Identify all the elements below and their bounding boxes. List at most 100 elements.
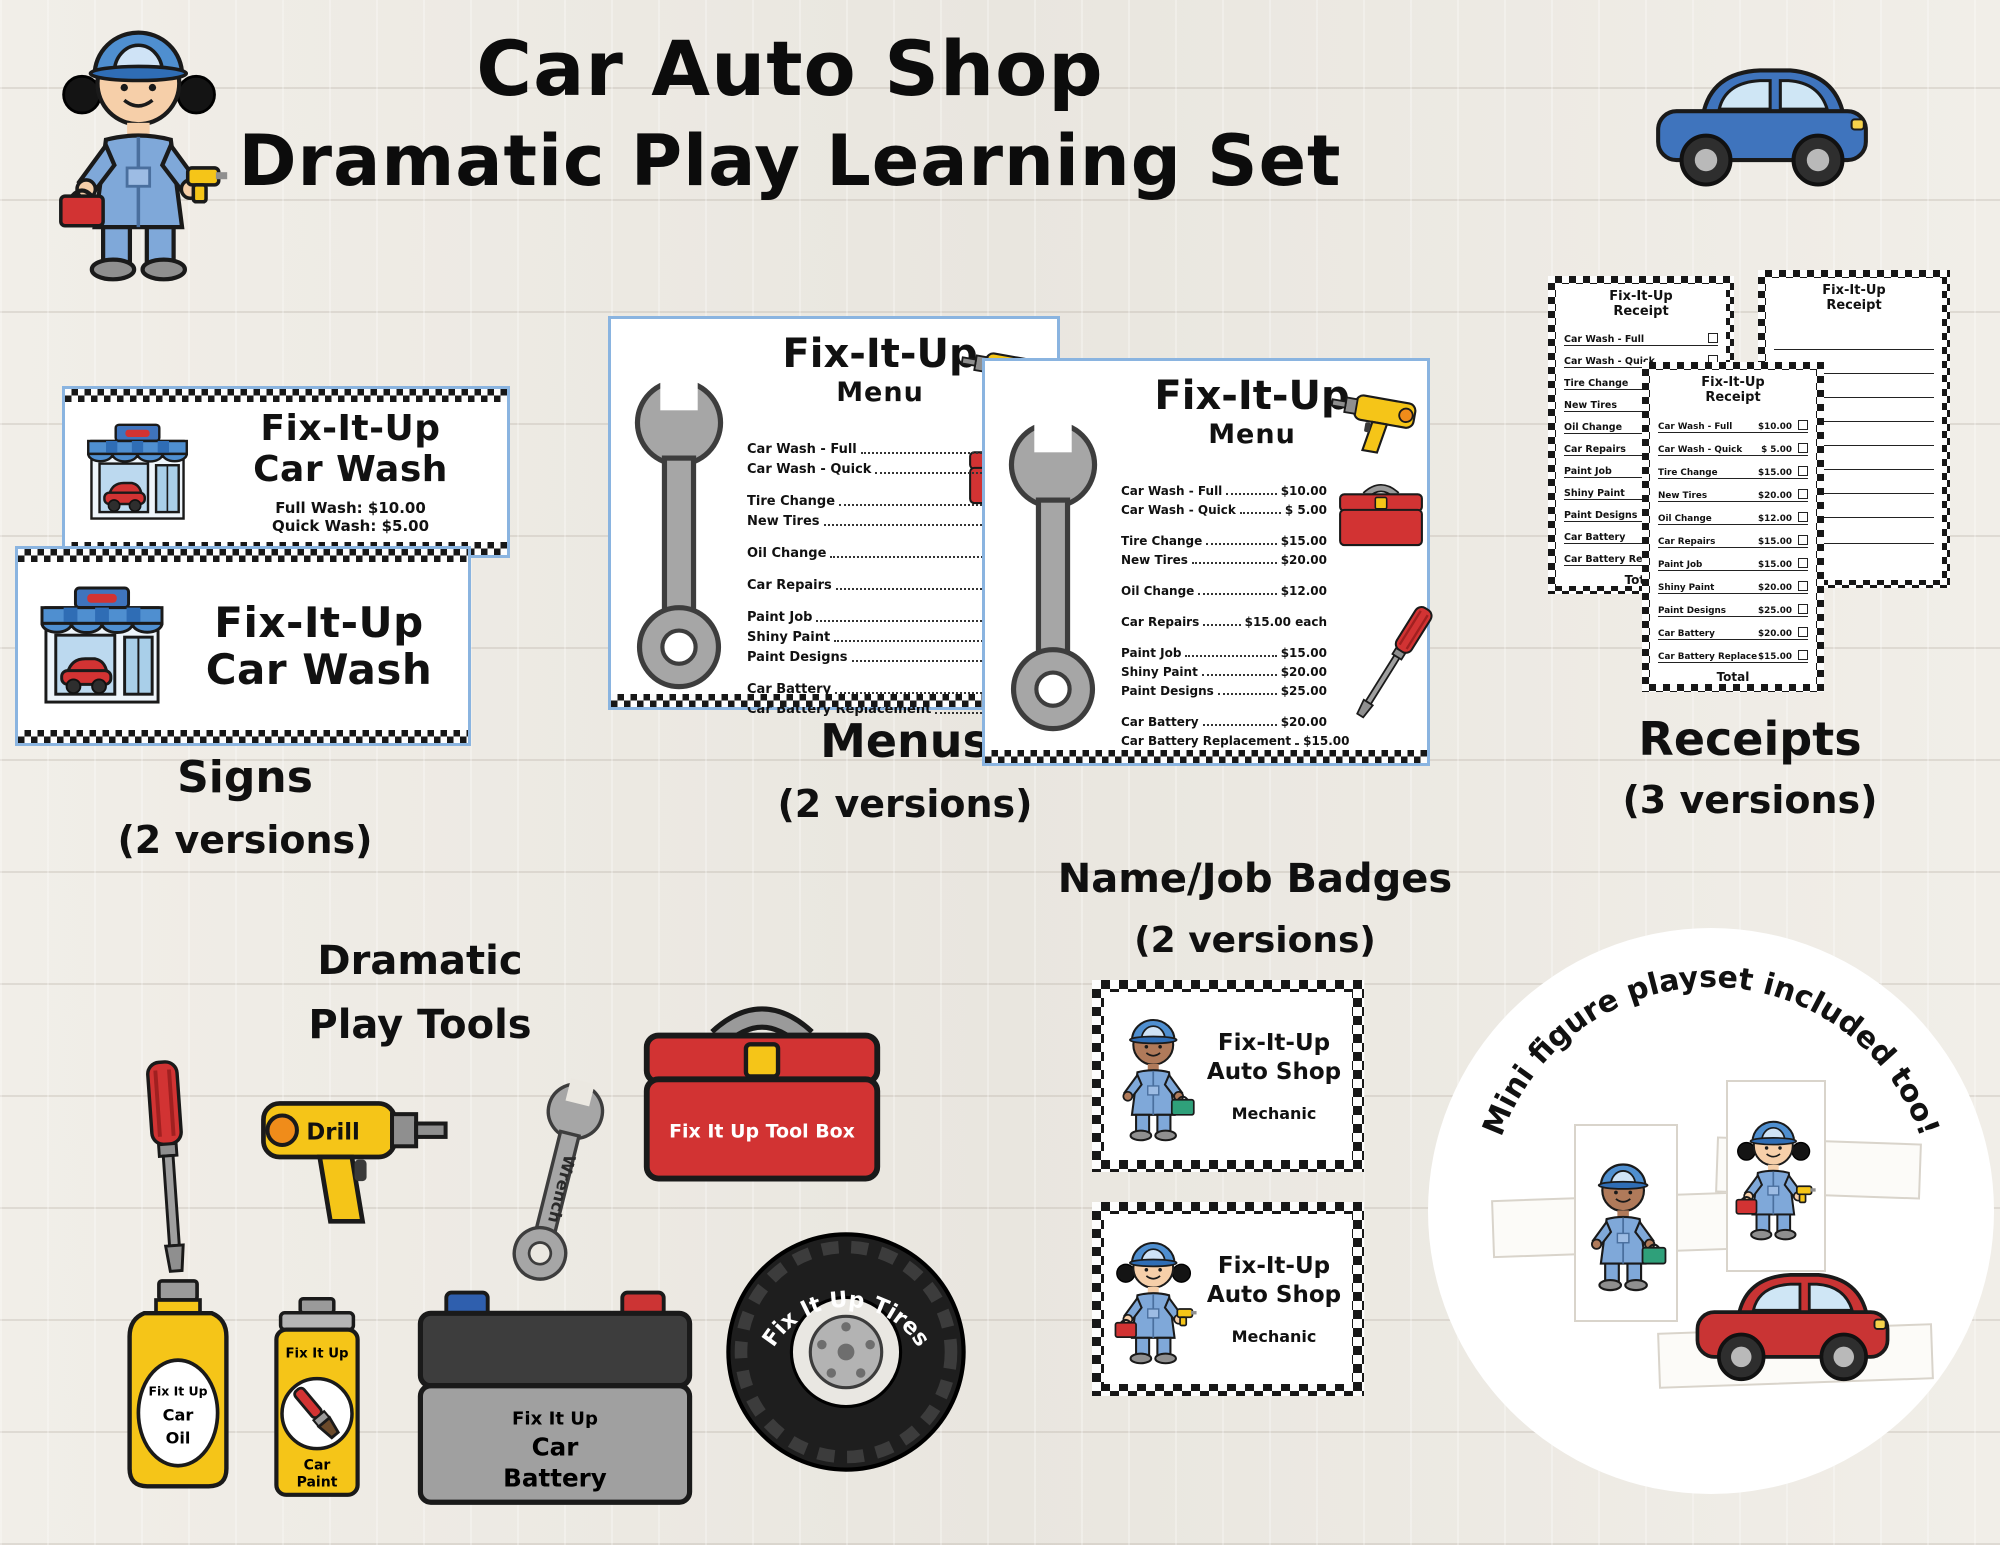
menu-item-leader xyxy=(1185,655,1277,657)
receipt-title: Receipt xyxy=(1826,297,1882,313)
paint-label-line3: Paint xyxy=(297,1474,338,1490)
menu-item-label: Car Wash - Full xyxy=(747,442,857,457)
badge-title: Fix-It-Up xyxy=(1217,1252,1331,1279)
menu-item-label: Paint Job xyxy=(747,610,813,625)
menu-item-label: Car Battery xyxy=(1121,715,1199,729)
receipt-row: Car Repairs $15.00 xyxy=(1658,525,1808,548)
menu-item-label: Car Wash - Full xyxy=(1121,484,1223,498)
menu-item-leader xyxy=(1202,724,1277,726)
receipt-item-label: Car Battery xyxy=(1564,531,1626,543)
menu-item-row: Car Battery $20.00 xyxy=(1121,715,1327,729)
menus-section-versions: (2 versions) xyxy=(777,782,1033,826)
menu-item-label: Tire Change xyxy=(747,494,836,509)
menus-section-label: Menus xyxy=(820,714,990,768)
receipt-row: Car Wash - Full $10.00 xyxy=(1658,410,1808,433)
toolbox-label: Fix It Up Tool Box xyxy=(669,1121,855,1143)
receipt-item-price: $15.00 xyxy=(1758,651,1792,662)
receipt-checkbox xyxy=(1798,649,1808,660)
blue-car-clipart xyxy=(1650,52,1874,205)
receipt-title: Fix-It-Up xyxy=(1822,283,1886,298)
page-title-line2: Dramatic Play Learning Set xyxy=(238,120,1342,202)
menu-item-list: Car Wash - Full $10.00 Car Wash - Quick … xyxy=(1121,479,1349,748)
receipt-row: Oil Change $12.00 xyxy=(1658,502,1808,525)
blank-line xyxy=(1774,470,1934,494)
paint-can-clipart: Fix It Up Car Paint xyxy=(274,1297,360,1497)
menu-item-row: Paint Job $15.00 xyxy=(1121,646,1327,660)
receipt-blank-lines xyxy=(1774,326,1934,518)
menu-item-leader xyxy=(860,452,1026,454)
paint-label-line2: Car xyxy=(304,1458,331,1474)
receipt-checkbox xyxy=(1798,534,1808,545)
menu-item-label: Car Wash - Quick xyxy=(747,462,872,477)
receipt-checkbox xyxy=(1798,580,1808,591)
oil-label-line3: Oil xyxy=(166,1429,191,1448)
playset-note: Mini figure playset included too! xyxy=(1476,960,1946,1141)
menu-title: Fix-It-Up xyxy=(782,331,978,377)
receipt-item-label: Car Wash - Full xyxy=(1564,333,1645,345)
receipt-row: Paint Designs $25.00 xyxy=(1658,594,1808,617)
blank-line xyxy=(1774,374,1934,398)
receipt-item-price: $15.00 xyxy=(1758,559,1792,570)
battery-label-line1: Fix It Up xyxy=(512,1409,598,1430)
menu-item-row: Car Battery Replacement $15.00 xyxy=(1121,734,1349,748)
menu-item-list: Car Wash - Full $ Car Wash - Quick $ Tir… xyxy=(747,437,1039,717)
mini-figure-card-boy xyxy=(1574,1124,1678,1322)
menu-item-label: Oil Change xyxy=(1121,584,1195,598)
receipt-item-label: Paint Designs xyxy=(1564,509,1638,521)
receipt-row: Car Battery $20.00 xyxy=(1658,617,1808,640)
receipt-item-price: $20.00 xyxy=(1758,490,1792,501)
car-wash-building-clipart xyxy=(38,586,166,706)
boy-mechanic-clipart xyxy=(1582,1153,1670,1293)
sign-title: Fix-It-Up xyxy=(260,408,441,450)
wrench-icon xyxy=(999,417,1107,739)
menu-item-leader xyxy=(935,712,1026,714)
badge-role: Mechanic xyxy=(1231,1104,1317,1124)
receipt-row: Paint Job $15.00 xyxy=(1658,548,1808,571)
receipt-item-label: Paint Designs xyxy=(1658,605,1727,616)
blank-line xyxy=(1774,326,1934,350)
receipt-item-label: Car Repairs xyxy=(1658,536,1716,547)
menu-item-row: Car Repairs $15.00 each xyxy=(1121,615,1327,629)
receipt-row: Car Wash - Quick $ 5.00 xyxy=(1658,433,1808,456)
receipt-checkbox xyxy=(1798,557,1808,568)
receipt-card-priced: Fix-It-Up Receipt Car Wash - Full $10.00… xyxy=(1642,362,1824,692)
checkered-border xyxy=(985,750,1427,763)
menu-item-label: Car Battery xyxy=(747,682,832,697)
menu-item-price: $20.00 xyxy=(1280,665,1327,679)
receipt-checkbox xyxy=(1798,511,1808,522)
menu-item-row: New Tires $20.00 xyxy=(1121,553,1327,567)
checkered-border xyxy=(65,389,507,402)
receipt-row: Car Wash - Full xyxy=(1564,324,1718,346)
paintbrush-icon xyxy=(293,1386,341,1440)
menu-item-price: $15.00 xyxy=(1280,534,1327,548)
oil-label-line1: Fix It Up xyxy=(148,1383,207,1398)
receipt-checkbox xyxy=(1708,332,1718,343)
menu-item-row: Tire Change $15.00 xyxy=(1121,534,1327,548)
receipt-item-label: Tire Change xyxy=(1564,377,1629,389)
receipt-item-price: $20.00 xyxy=(1758,628,1792,639)
signs-section-versions: (2 versions) xyxy=(117,818,373,862)
drill-icon xyxy=(1322,380,1425,465)
sign-title: Fix-It-Up xyxy=(214,597,424,647)
menu-item-price: $12.00 xyxy=(1280,584,1327,598)
car-wash-building-clipart xyxy=(85,423,190,522)
receipt-item-label: Car Battery Replace xyxy=(1658,651,1758,662)
tools-section-label2: Play Tools xyxy=(308,1002,532,1048)
receipt-title: Fix-It-Up xyxy=(1609,289,1673,304)
girl-mechanic-clipart xyxy=(1735,1111,1817,1242)
receipts-section-versions: (3 versions) xyxy=(1622,778,1878,822)
badge-title: Auto Shop xyxy=(1206,1058,1342,1085)
menu-item-leader xyxy=(839,504,1026,506)
receipt-item-label: Shiny Paint xyxy=(1564,487,1625,499)
battery-label-line3: Battery xyxy=(503,1464,607,1493)
receipt-item-label: Shiny Paint xyxy=(1658,582,1715,593)
menu-card-priced: Fix-It-Up Menu Car Wash - Full $10.00 Ca… xyxy=(982,358,1430,766)
checkered-border xyxy=(611,694,1057,707)
menu-item-price: $20.00 xyxy=(1280,715,1327,729)
checkered-border xyxy=(18,549,468,562)
page-title-line1: Car Auto Shop xyxy=(476,24,1104,113)
receipt-item-label: Car Wash - Quick xyxy=(1564,355,1655,367)
drill-label: Drill xyxy=(306,1120,360,1146)
menu-item-price: $25.00 xyxy=(1280,684,1327,698)
